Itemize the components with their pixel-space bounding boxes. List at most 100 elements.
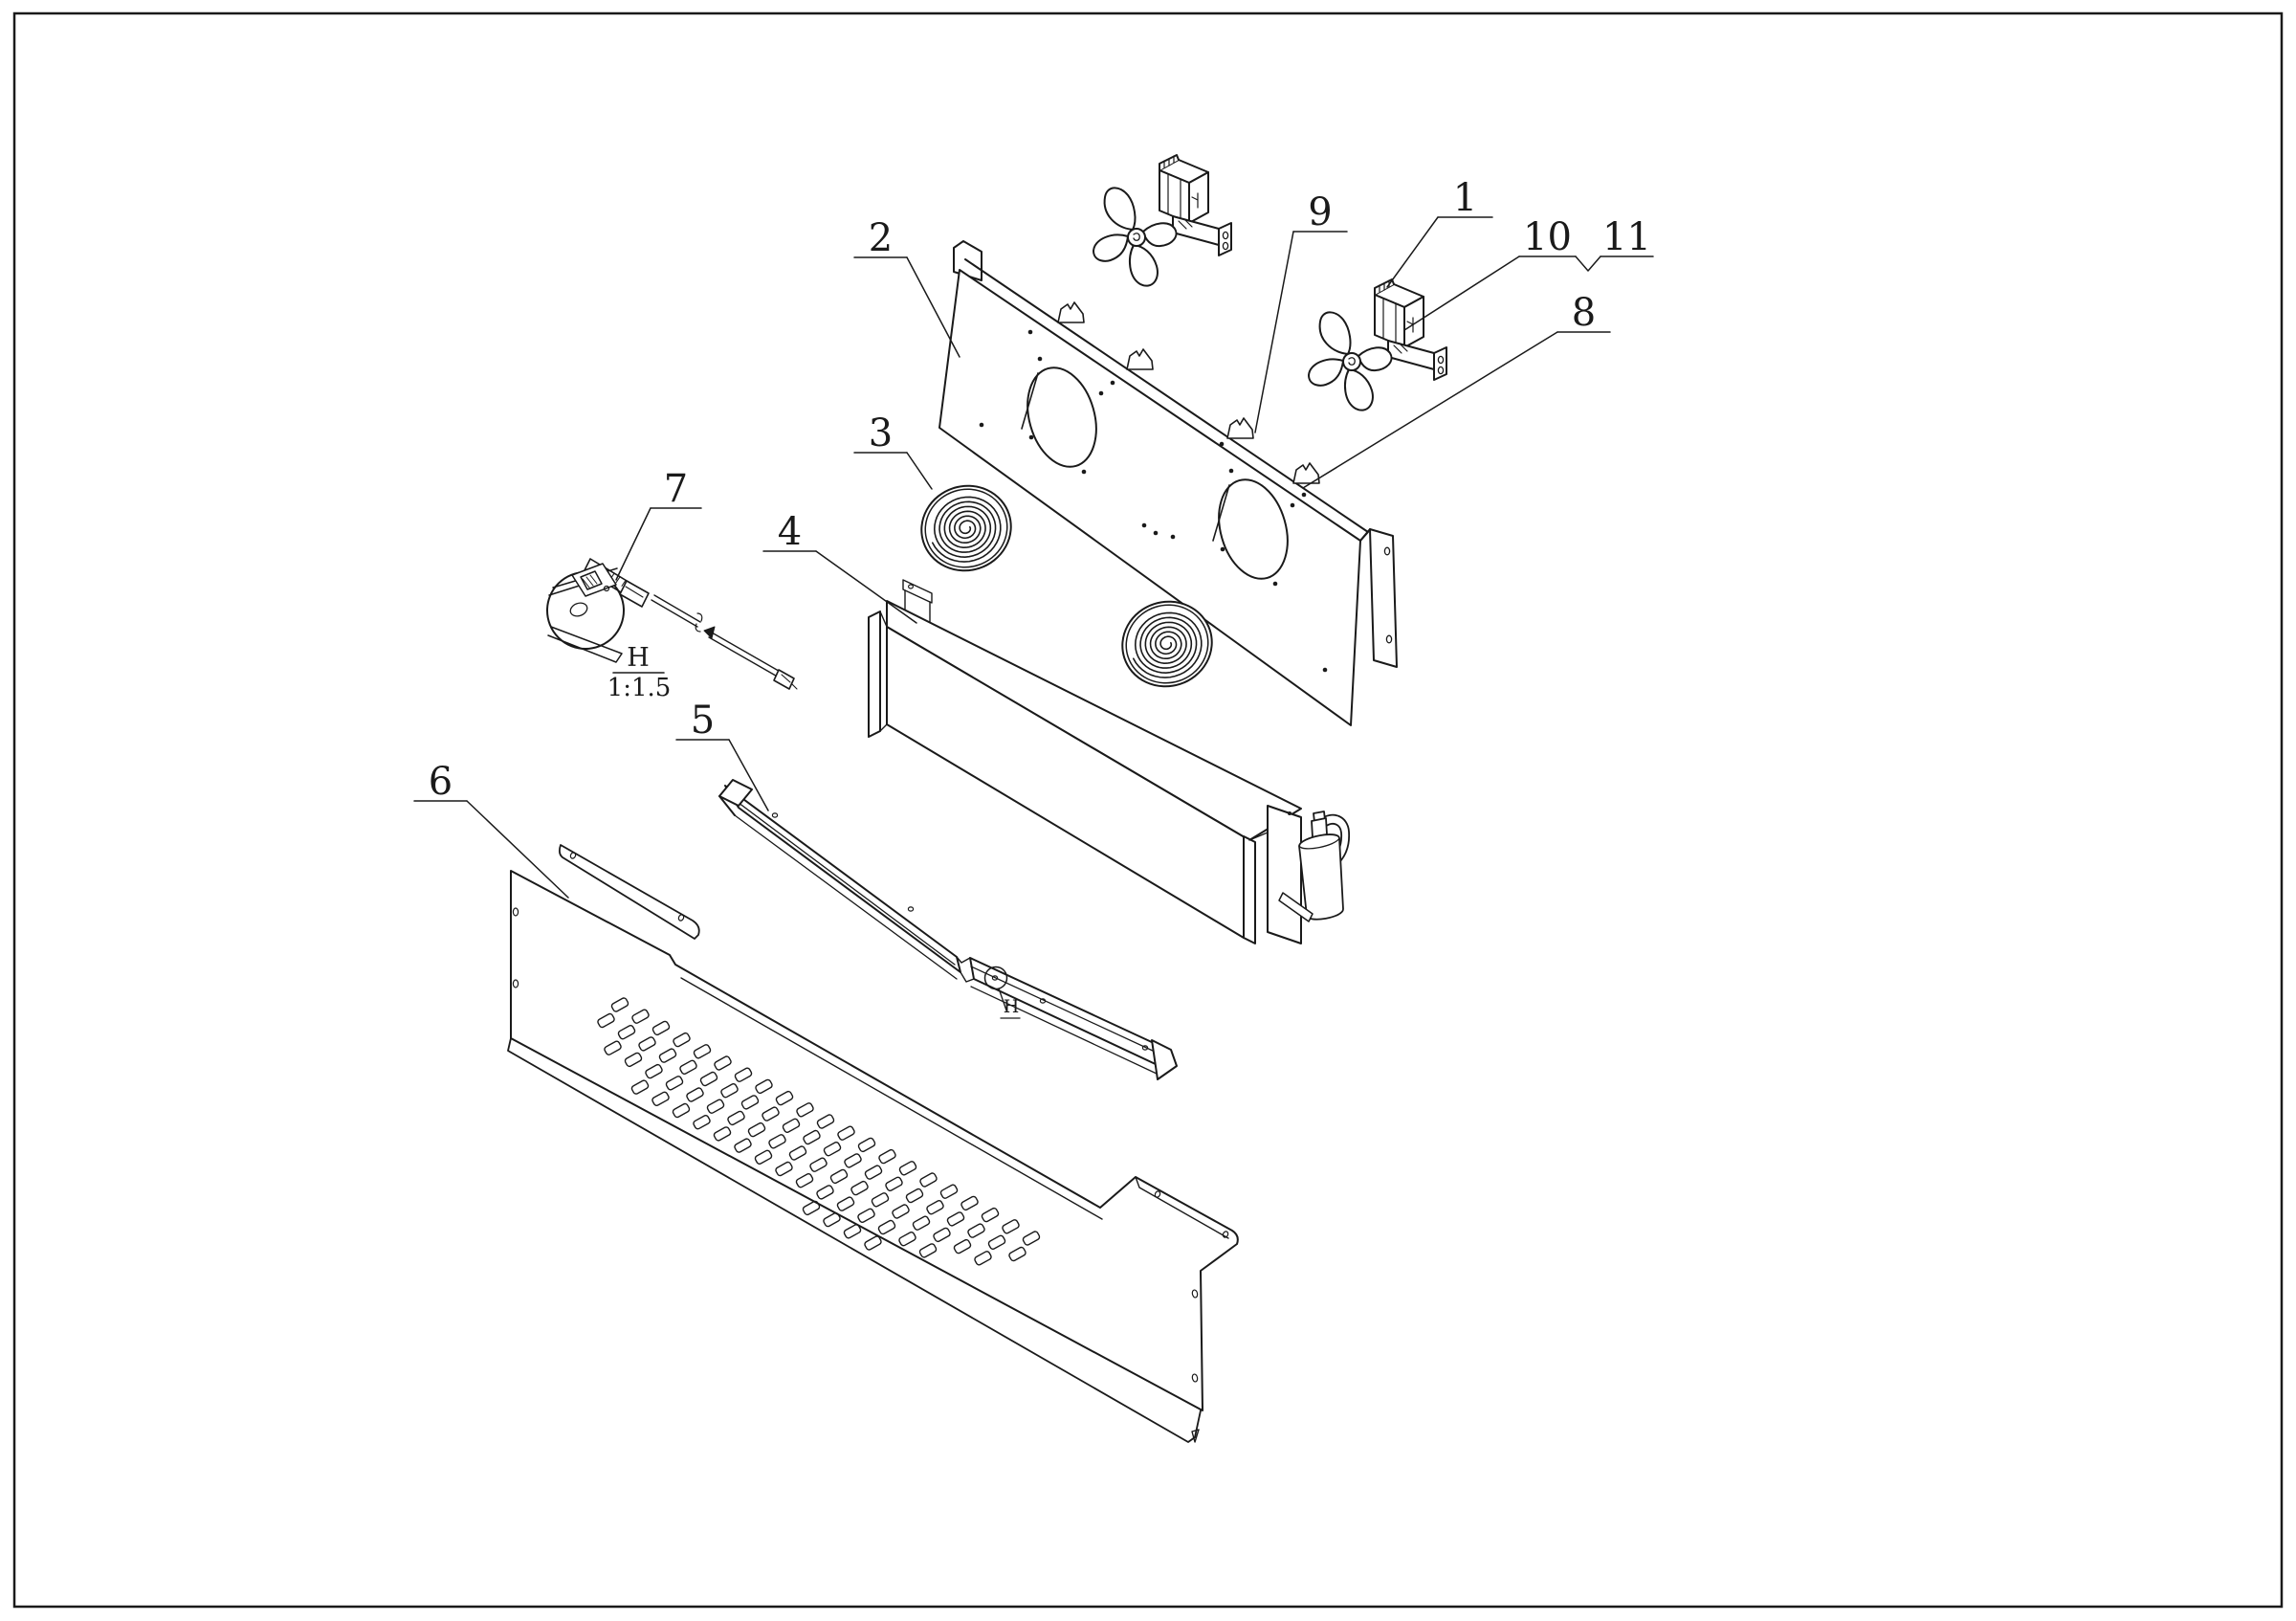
coil-box-end-fold [1248, 832, 1269, 841]
left-edge-hole [512, 979, 519, 988]
callout-10-11-bracket [1575, 255, 1601, 272]
flange-hole [677, 914, 685, 922]
callout-4: 4 [778, 510, 802, 554]
back-panel-face [938, 269, 1361, 726]
tray-left-arm [724, 785, 961, 973]
detail-marker-circle [983, 966, 1008, 990]
capillary-tube [651, 594, 701, 628]
coil-box-end-panel [1267, 805, 1302, 944]
detail-tray-rails [547, 626, 623, 663]
callout-1-leader [1386, 216, 1439, 288]
callout-7: 7 [664, 467, 688, 511]
callout-8-leader [1302, 331, 1558, 489]
tray-front-hem [970, 986, 1158, 1075]
flange-hole [569, 852, 577, 859]
detail-sensor-clip [580, 570, 603, 590]
accumulator-cylinder [1278, 810, 1351, 922]
callout-1: 1 [1453, 176, 1477, 220]
back-panel-mounting-clips [1057, 301, 1320, 484]
callout-6-leader [466, 800, 569, 899]
fan-hole-left [1027, 366, 1097, 468]
tray-right-end [1151, 1039, 1178, 1080]
detail-marker-leader [998, 988, 1007, 1011]
callout-10: 10 [1523, 215, 1572, 259]
callout-9-leader [1254, 231, 1294, 433]
tray-front-hem [734, 814, 958, 980]
tray-left-end [718, 779, 753, 807]
cylinder-rim [1298, 837, 1340, 850]
coil-box-top-tab [902, 579, 933, 604]
back-panel-end-fold [1359, 528, 1371, 542]
flange-hole [1154, 1190, 1161, 1198]
callout-3: 3 [869, 411, 893, 455]
panel-top-hem [680, 977, 1103, 1220]
capillary-tube [708, 632, 784, 679]
sheet-border [12, 11, 2284, 1609]
callout-11: 11 [1602, 215, 1651, 259]
fan-hole-chord [1212, 484, 1230, 542]
flange-hole [1222, 1231, 1229, 1238]
detail-marker-letter: H [1004, 996, 1020, 1017]
callout-6: 6 [429, 760, 453, 804]
tray-right-arm [969, 957, 1160, 1067]
callout-labels: 1 2 3 4 5 6 7 8 9 10 11 [429, 176, 1651, 804]
right-edge-hole [1191, 1289, 1199, 1299]
tube-break-symbol [695, 612, 703, 633]
coil-box-right-slab [1243, 835, 1256, 944]
evaporator-coil-box [868, 579, 1351, 944]
end-cap-hole [1383, 546, 1391, 556]
callout-8: 8 [1572, 291, 1596, 335]
end-panel-hole [1288, 811, 1292, 815]
back-panel [938, 240, 1398, 726]
fan-motor-assembly-right [1308, 278, 1447, 411]
fan-motor-assembly-top [1093, 154, 1232, 287]
callout-2: 2 [869, 216, 893, 260]
bottom-lip [507, 1037, 1202, 1443]
louvered-panel [507, 844, 1239, 1443]
callout-9: 9 [1308, 190, 1332, 234]
detail-scale-label: H 1:1.5 [607, 643, 672, 702]
top-flange-left [558, 844, 700, 940]
clip-hatch [582, 574, 598, 588]
right-edge-hole [1191, 1373, 1199, 1383]
tray-hem [726, 793, 956, 966]
tray-bend [956, 956, 975, 983]
outlet-pipe-outer [1318, 813, 1351, 862]
callout-3-leader [906, 452, 933, 490]
coil-box-left-cap-fold [879, 611, 888, 732]
magnified-detail-circle [546, 563, 625, 663]
end-cap-hole [1385, 634, 1393, 644]
cylinder-body [1298, 833, 1344, 921]
direction-arrow [703, 626, 716, 639]
fan-hole-right [1218, 478, 1289, 580]
tab-hole [907, 584, 914, 589]
coil-box-left-cap [868, 611, 881, 738]
bottom-lip-beak [1191, 1429, 1200, 1443]
tube-connector [773, 669, 795, 690]
back-panel-end-cap [1369, 528, 1398, 668]
callout-10-leader [1403, 255, 1520, 331]
callout-2-leader [906, 256, 960, 358]
fan-grille-coil-right [1121, 600, 1213, 688]
fan-cutout-holes [1021, 366, 1289, 580]
fan-grille-coil-left [920, 484, 1012, 572]
back-panel-screw-holes [979, 329, 1328, 673]
tray-left-fold [718, 795, 736, 816]
louver-slots [597, 997, 1041, 1266]
detail-screw [603, 585, 610, 592]
tray-hem [970, 966, 1156, 1053]
callout-7-leader [615, 507, 651, 581]
coil-box-tab-legs [904, 589, 931, 623]
callout-5: 5 [691, 699, 715, 743]
callout-4-leader [815, 550, 917, 624]
drain-pipe [1278, 892, 1314, 922]
detail-oval-hole [569, 602, 588, 617]
left-edge-hole [512, 907, 519, 917]
tray-holes [771, 812, 1149, 1051]
sensor-body [619, 580, 650, 608]
sensor-body-line [625, 586, 644, 598]
fan-hole-chord [1021, 372, 1039, 430]
detail-view-scale: 1:1.5 [607, 674, 672, 702]
